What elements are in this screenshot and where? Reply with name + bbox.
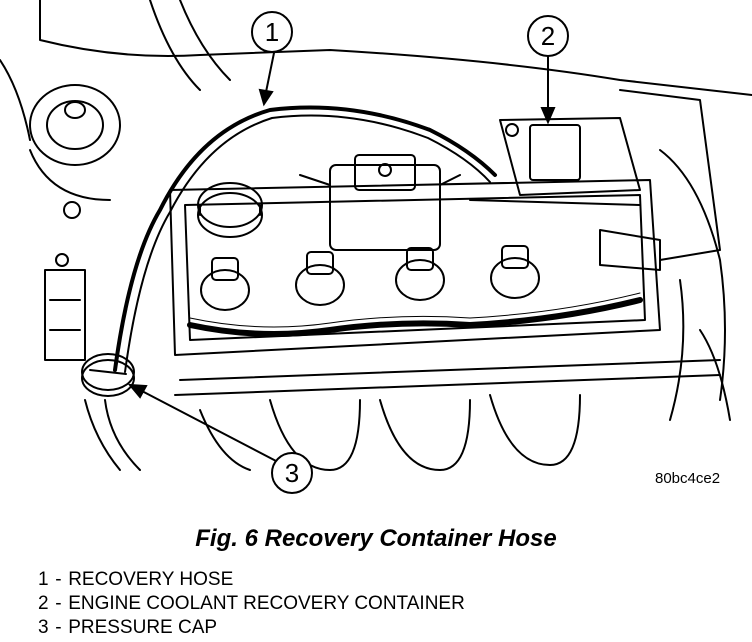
legend-separator: - bbox=[55, 593, 62, 614]
callout-1-number: 1 bbox=[265, 17, 279, 47]
callout-legend: 1-RECOVERY HOSE 2-ENGINE COOLANT RECOVER… bbox=[38, 568, 465, 640]
legend-item: 2-ENGINE COOLANT RECOVERY CONTAINER bbox=[38, 592, 465, 616]
legend-separator: - bbox=[55, 569, 62, 590]
callout-3: 3 bbox=[271, 452, 313, 494]
legend-label: ENGINE COOLANT RECOVERY CONTAINER bbox=[68, 593, 465, 614]
callout-3-number: 3 bbox=[285, 458, 299, 488]
engine-bay-illustration: 1 2 3 bbox=[0, 0, 752, 494]
figure-caption: Fig. 6 Recovery Container Hose bbox=[195, 525, 557, 552]
legend-item: 1-RECOVERY HOSE bbox=[38, 568, 465, 592]
legend-number: 1 bbox=[38, 569, 49, 590]
legend-label: PRESSURE CAP bbox=[68, 617, 218, 638]
legend-separator: - bbox=[55, 617, 62, 638]
callout-2: 2 bbox=[527, 15, 569, 57]
callout-2-number: 2 bbox=[541, 21, 555, 51]
callout-1: 1 bbox=[251, 11, 293, 53]
legend-number: 2 bbox=[38, 593, 49, 614]
reference-code: 80bc4ce2 bbox=[655, 470, 721, 487]
legend-label: RECOVERY HOSE bbox=[68, 569, 234, 590]
legend-number: 3 bbox=[38, 617, 49, 638]
legend-item: 3-PRESSURE CAP bbox=[38, 616, 465, 640]
